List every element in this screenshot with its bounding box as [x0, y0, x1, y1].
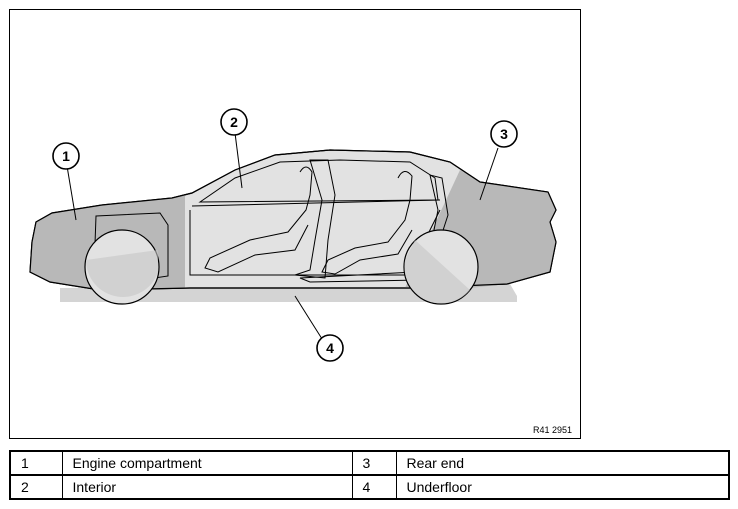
legend-table: 1 Engine compartment 3 Rear end 2 Interi… — [9, 450, 730, 500]
front-occupant — [204, 166, 313, 273]
legend-number: 4 — [351, 474, 397, 500]
callout-4-leader — [294, 295, 325, 343]
callout-2-leader — [234, 132, 243, 189]
callout-2-label: 2 — [230, 114, 238, 130]
rear-occupant — [321, 171, 413, 275]
callout-2: 2 — [220, 108, 248, 136]
callout-3-label: 3 — [500, 126, 508, 142]
legend-number: 1 — [9, 450, 63, 476]
callout-3-leader — [479, 147, 499, 201]
legend-row: 1 Engine compartment 3 Rear end — [9, 450, 730, 476]
callout-1-label: 1 — [62, 148, 70, 164]
callout-3: 3 — [490, 120, 518, 148]
callout-4-label: 4 — [326, 340, 334, 356]
legend-label: Interior — [61, 474, 353, 500]
car-zones-figure: 1 2 3 4 R41 2951 — [9, 9, 581, 439]
front-wheel-shade — [86, 250, 158, 297]
legend-number: 2 — [9, 474, 63, 500]
car-body-outline — [29, 149, 557, 291]
legend-row: 2 Interior 4 Underfloor — [9, 474, 730, 500]
side-windows — [198, 159, 439, 203]
legend-label: Engine compartment — [61, 450, 353, 476]
callout-4: 4 — [316, 334, 344, 362]
legend-number: 3 — [351, 450, 397, 476]
front-seat — [294, 159, 336, 279]
callout-1-leader — [66, 165, 77, 221]
figure-reference: R41 2951 — [532, 425, 572, 435]
legend-label: Underfloor — [395, 474, 730, 500]
car-silhouette-diagram: 1 2 3 4 — [29, 108, 557, 362]
legend-label: Rear end — [395, 450, 730, 476]
callout-1: 1 — [52, 142, 80, 170]
rear-wheel-shade — [404, 240, 470, 304]
belt-line — [191, 199, 441, 207]
